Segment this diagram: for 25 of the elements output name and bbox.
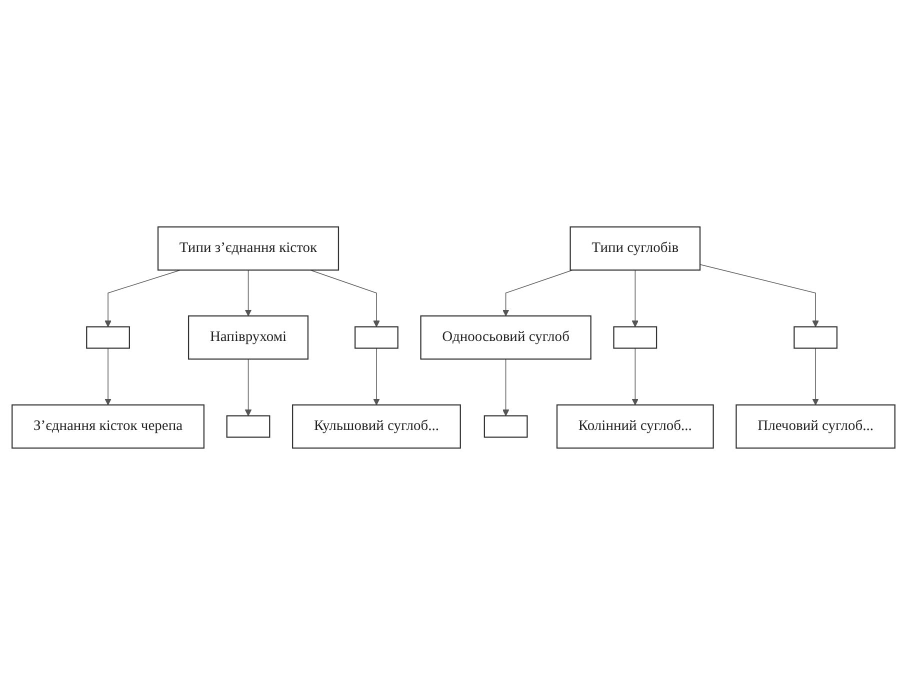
category-box: Напіврухомі <box>188 315 309 360</box>
answer-box <box>613 326 658 349</box>
arrow <box>812 348 819 406</box>
category-box: Типи з’єднання кісток <box>157 226 340 271</box>
arrow <box>310 270 380 328</box>
arrow <box>373 348 380 406</box>
answer-box <box>86 326 130 349</box>
answer-box <box>484 415 528 438</box>
arrow <box>502 270 573 316</box>
answer-box <box>354 326 398 349</box>
category-box: Колінний суглоб... <box>556 404 714 449</box>
category-box: Одноосьовий суглоб <box>420 315 592 360</box>
arrow <box>244 358 252 416</box>
arrow <box>244 270 252 316</box>
category-box: З’єднання кісток черепа <box>12 404 205 449</box>
answer-box <box>794 326 838 349</box>
category-box: Кульшовий суглоб... <box>292 404 461 449</box>
arrow <box>632 348 639 406</box>
arrow <box>632 270 639 328</box>
arrow <box>700 264 819 328</box>
category-box: Типи суглобів <box>570 226 701 271</box>
arrow <box>104 348 112 406</box>
arrow <box>502 358 510 416</box>
answer-box <box>226 415 270 438</box>
category-box: Плечовий суглоб... <box>736 404 896 449</box>
